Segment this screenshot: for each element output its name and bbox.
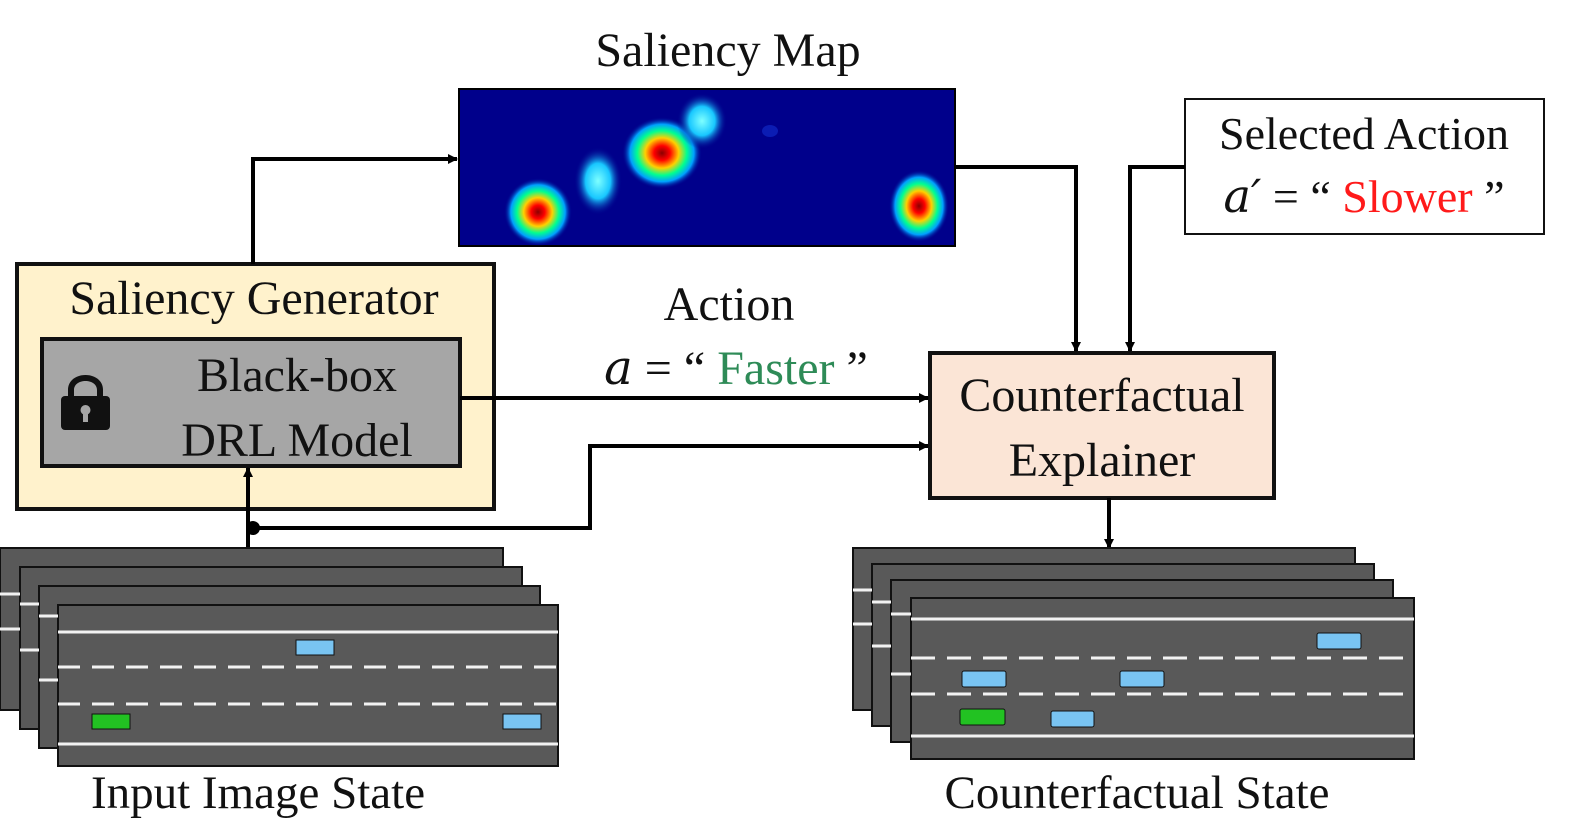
counterfactual-car-blue-middle [1119, 670, 1165, 688]
input-car-blue-top [295, 639, 335, 656]
saliency-generator-title: Saliency Generator [69, 272, 438, 325]
input-road-lines [0, 592, 558, 746]
drl-model-box [40, 337, 462, 468]
counterfactual-state-label: Counterfactual State [945, 767, 1330, 819]
connector-junction [246, 521, 260, 535]
counterfactual-car-blue-left [961, 670, 1007, 688]
counterfactual-car-green [959, 708, 1006, 726]
selected-action-formula: a′ = “ Slower ” [1224, 169, 1505, 223]
lock-icon [61, 375, 110, 430]
action-symbol: a [604, 340, 633, 396]
drl-model-line-1: Black-box [197, 349, 397, 402]
saliency-map-title: Saliency Map [595, 24, 860, 77]
action-formula: a = “ Faster ” [604, 340, 868, 396]
selected-action-box: Selected Action a′ = “ Slower ” [1184, 98, 1545, 235]
heatmap-spot-lane-1 [574, 147, 622, 215]
heatmap-spot-left [504, 178, 572, 246]
input-image-state-stack [0, 547, 559, 767]
counterfactual-explainer-box [928, 351, 1276, 500]
arrow-saliency-to-explainer [955, 165, 1081, 352]
counterfactual-car-blue-top-right [1316, 632, 1362, 650]
selected-action-close-quote: ” [1484, 171, 1504, 222]
selected-action-equals: = [1273, 171, 1310, 222]
input-state-label: Input Image State [91, 767, 425, 819]
input-state-top-frame [57, 604, 559, 767]
counterfactual-explainer-line-1: Counterfactual [959, 369, 1244, 422]
counterfactual-explainer: Counterfactual Explainer [928, 351, 1276, 500]
input-car-green [91, 713, 131, 730]
action-open-quote: “ [684, 342, 705, 395]
arrow-selected-action-to-explainer [1125, 165, 1185, 352]
selected-action-open-quote: “ [1310, 171, 1330, 222]
selected-action-value: Slower [1342, 171, 1472, 222]
action-equals: = [645, 342, 684, 395]
selected-action-symbol: a′ [1224, 169, 1262, 223]
counterfactual-car-blue-bottom [1050, 710, 1095, 728]
action-annotation: Action a = “ Faster ” [604, 278, 868, 396]
action-value: Faster [717, 342, 834, 395]
counterfactual-state-stack [852, 547, 1415, 760]
counterfactual-road-lines [853, 588, 1414, 738]
selected-action-title: Selected Action [1219, 108, 1509, 159]
counterfactual-explainer-line-2: Explainer [1009, 434, 1196, 487]
heatmap-spot-right [889, 170, 949, 242]
saliency-generator: Saliency Generator Black-box DRL Model [15, 262, 496, 511]
arrow-generator-to-saliency [251, 154, 458, 264]
action-label: Action [664, 278, 795, 331]
heatmap-spot-upper [677, 93, 727, 149]
saliency-map-group: Saliency Map [458, 24, 956, 247]
input-car-blue-right [502, 713, 542, 730]
connectors [243, 154, 1185, 549]
heatmap-hotspots [504, 93, 949, 246]
drl-model-line-2: DRL Model [181, 414, 413, 467]
arrow-input-to-explainer [253, 441, 929, 530]
heatmap-spot-faint [762, 125, 778, 137]
action-close-quote: ” [847, 342, 868, 395]
